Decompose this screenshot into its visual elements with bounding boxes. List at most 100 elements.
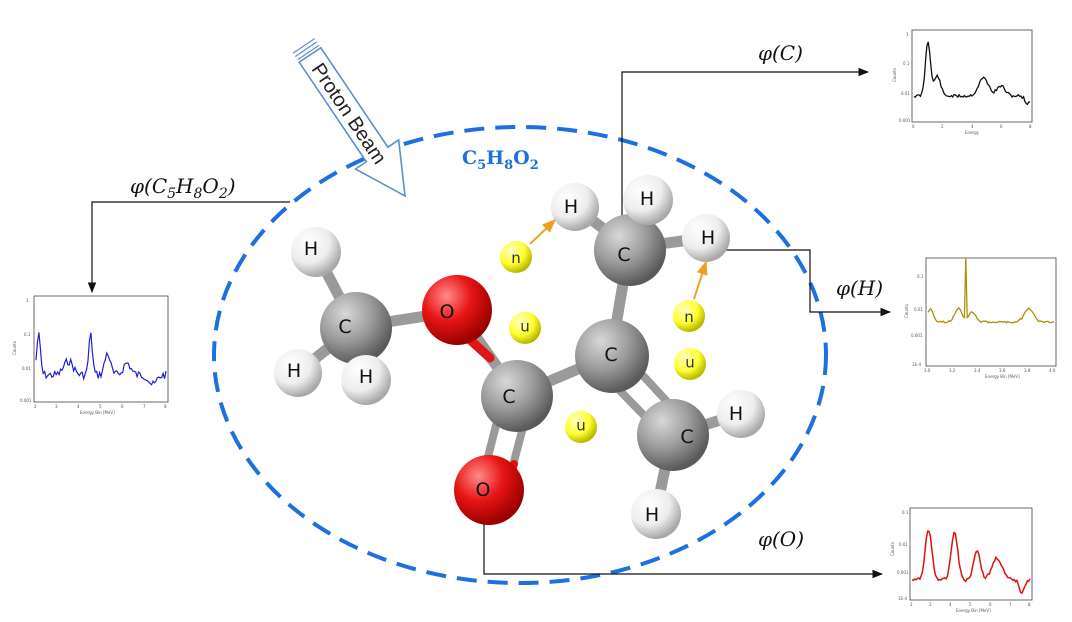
- spectrum-carbon: 1 0.1 0.01 0.001 0 2 4 6 8 Energy Counts: [892, 29, 1033, 135]
- atom-C5: C: [637, 399, 709, 471]
- svg-text:1E-4: 1E-4: [898, 596, 908, 601]
- svg-text:0.1: 0.1: [917, 274, 924, 279]
- atom-O1: O: [422, 275, 492, 345]
- neutron-arrow-1: [529, 219, 557, 245]
- svg-text:3.2: 3.2: [949, 368, 956, 373]
- svg-text:C: C: [338, 316, 351, 338]
- svg-text:2: 2: [910, 602, 913, 607]
- atom-O2: O: [454, 455, 524, 525]
- svg-text:C: C: [502, 386, 515, 408]
- svg-text:3.0: 3.0: [924, 368, 931, 373]
- svg-text:H: H: [729, 403, 743, 425]
- svg-text:0.001: 0.001: [20, 398, 32, 403]
- atom-H2: H: [274, 349, 322, 397]
- svg-text:3.4: 3.4: [974, 368, 981, 373]
- svg-text:4.0: 4.0: [1049, 368, 1056, 373]
- svg-text:Energy Bin [MeV]: Energy Bin [MeV]: [80, 410, 115, 415]
- svg-text:2: 2: [34, 404, 37, 409]
- svg-text:0.001: 0.001: [911, 333, 923, 338]
- svg-text:5: 5: [969, 602, 972, 607]
- svg-text:Counts: Counts: [12, 341, 17, 355]
- phi-molecule-label: φ(C5H8O2): [130, 174, 236, 202]
- phi-hydrogen-label: φ(H): [836, 276, 883, 300]
- proton-beam-label: Proton Beam: [307, 59, 391, 168]
- svg-text:C: C: [604, 344, 617, 366]
- svg-text:H: H: [640, 188, 654, 210]
- svg-text:0.001: 0.001: [897, 570, 909, 575]
- svg-text:n: n: [511, 249, 521, 267]
- svg-text:2: 2: [941, 124, 944, 129]
- phi-oxygen-label: φ(O): [758, 527, 804, 551]
- svg-text:4: 4: [971, 124, 974, 129]
- svg-text:3: 3: [929, 602, 932, 607]
- svg-text:1: 1: [906, 32, 909, 37]
- svg-text:3: 3: [55, 404, 58, 409]
- spectrum-molecule: 1 0.1 0.01 0.001 2 3 4 5 6 7 8 Energy Bi…: [12, 295, 169, 415]
- connector-molecule: [87, 201, 290, 294]
- svg-text:1E-4: 1E-4: [912, 362, 922, 367]
- atom-C4: C: [594, 214, 666, 286]
- connector-carbon: [621, 67, 870, 230]
- svg-text:O: O: [440, 301, 455, 323]
- svg-text:1: 1: [26, 298, 29, 303]
- svg-text:4: 4: [949, 602, 952, 607]
- molecule-formula: C5H8O2: [462, 147, 539, 173]
- svg-text:6: 6: [989, 602, 992, 607]
- atom-H4: H: [551, 183, 599, 231]
- connector-oxygen: [483, 518, 884, 579]
- svg-text:6: 6: [1000, 124, 1003, 129]
- svg-text:H: H: [287, 360, 301, 382]
- svg-text:C: C: [617, 244, 630, 266]
- svg-text:n: n: [520, 319, 530, 337]
- svg-text:0.01: 0.01: [22, 366, 31, 371]
- svg-text:Counts: Counts: [892, 68, 897, 82]
- atom-H5: H: [623, 175, 673, 225]
- svg-text:n: n: [576, 418, 586, 436]
- neutron-4: n: [673, 300, 705, 332]
- svg-text:0.1: 0.1: [902, 510, 909, 515]
- atom-H3: H: [341, 355, 391, 405]
- neutron-1: n: [500, 241, 532, 273]
- spectrum-hydrogen: 0.1 0.01 0.001 1E-4 3.0 3.2 3.4 3.6 3.8 …: [904, 257, 1057, 379]
- output-connectors: [87, 67, 892, 579]
- proton-beam-arrow: Proton Beam: [292, 38, 407, 198]
- svg-text:n: n: [685, 355, 695, 373]
- svg-text:0: 0: [912, 124, 915, 129]
- svg-text:n: n: [684, 308, 694, 326]
- svg-text:O: O: [476, 479, 491, 501]
- svg-text:0.01: 0.01: [901, 91, 910, 96]
- svg-text:Energy Bin [MeV]: Energy Bin [MeV]: [956, 608, 991, 613]
- connector-hydrogen: [716, 249, 892, 317]
- svg-text:H: H: [359, 366, 373, 388]
- svg-text:0.001: 0.001: [899, 118, 911, 123]
- svg-text:0.01: 0.01: [899, 542, 908, 547]
- neutron-2: n: [509, 312, 541, 344]
- svg-text:Counts: Counts: [904, 304, 909, 318]
- svg-text:7: 7: [1009, 602, 1012, 607]
- svg-text:H: H: [564, 196, 578, 218]
- svg-text:H: H: [701, 227, 715, 249]
- atom-C2: C: [481, 360, 553, 432]
- svg-text:0.01: 0.01: [914, 307, 923, 312]
- svg-text:8: 8: [1029, 124, 1032, 129]
- svg-text:0.1: 0.1: [903, 61, 910, 66]
- svg-text:8: 8: [164, 404, 167, 409]
- svg-text:7: 7: [143, 404, 146, 409]
- neutron-3: n: [565, 411, 597, 443]
- svg-text:C: C: [680, 426, 693, 448]
- atom-H8: H: [631, 489, 681, 539]
- svg-text:Counts: Counts: [890, 542, 895, 556]
- atom-H6: H: [682, 214, 730, 262]
- svg-text:0.1: 0.1: [24, 332, 31, 337]
- svg-text:Energy Bin [MeV]: Energy Bin [MeV]: [985, 374, 1020, 379]
- atom-C3: C: [575, 319, 649, 393]
- spectrum-oxygen: 0.1 0.01 0.001 1E-4 2 3 4 5 6 7 8 Energy…: [890, 507, 1033, 613]
- svg-text:H: H: [645, 504, 659, 526]
- phi-carbon-label: φ(C): [758, 41, 803, 65]
- svg-text:3.8: 3.8: [1024, 368, 1031, 373]
- svg-text:6: 6: [121, 404, 124, 409]
- svg-text:5: 5: [99, 404, 102, 409]
- neutron-arrow-2: [693, 260, 708, 300]
- atom-H1: H: [291, 227, 341, 277]
